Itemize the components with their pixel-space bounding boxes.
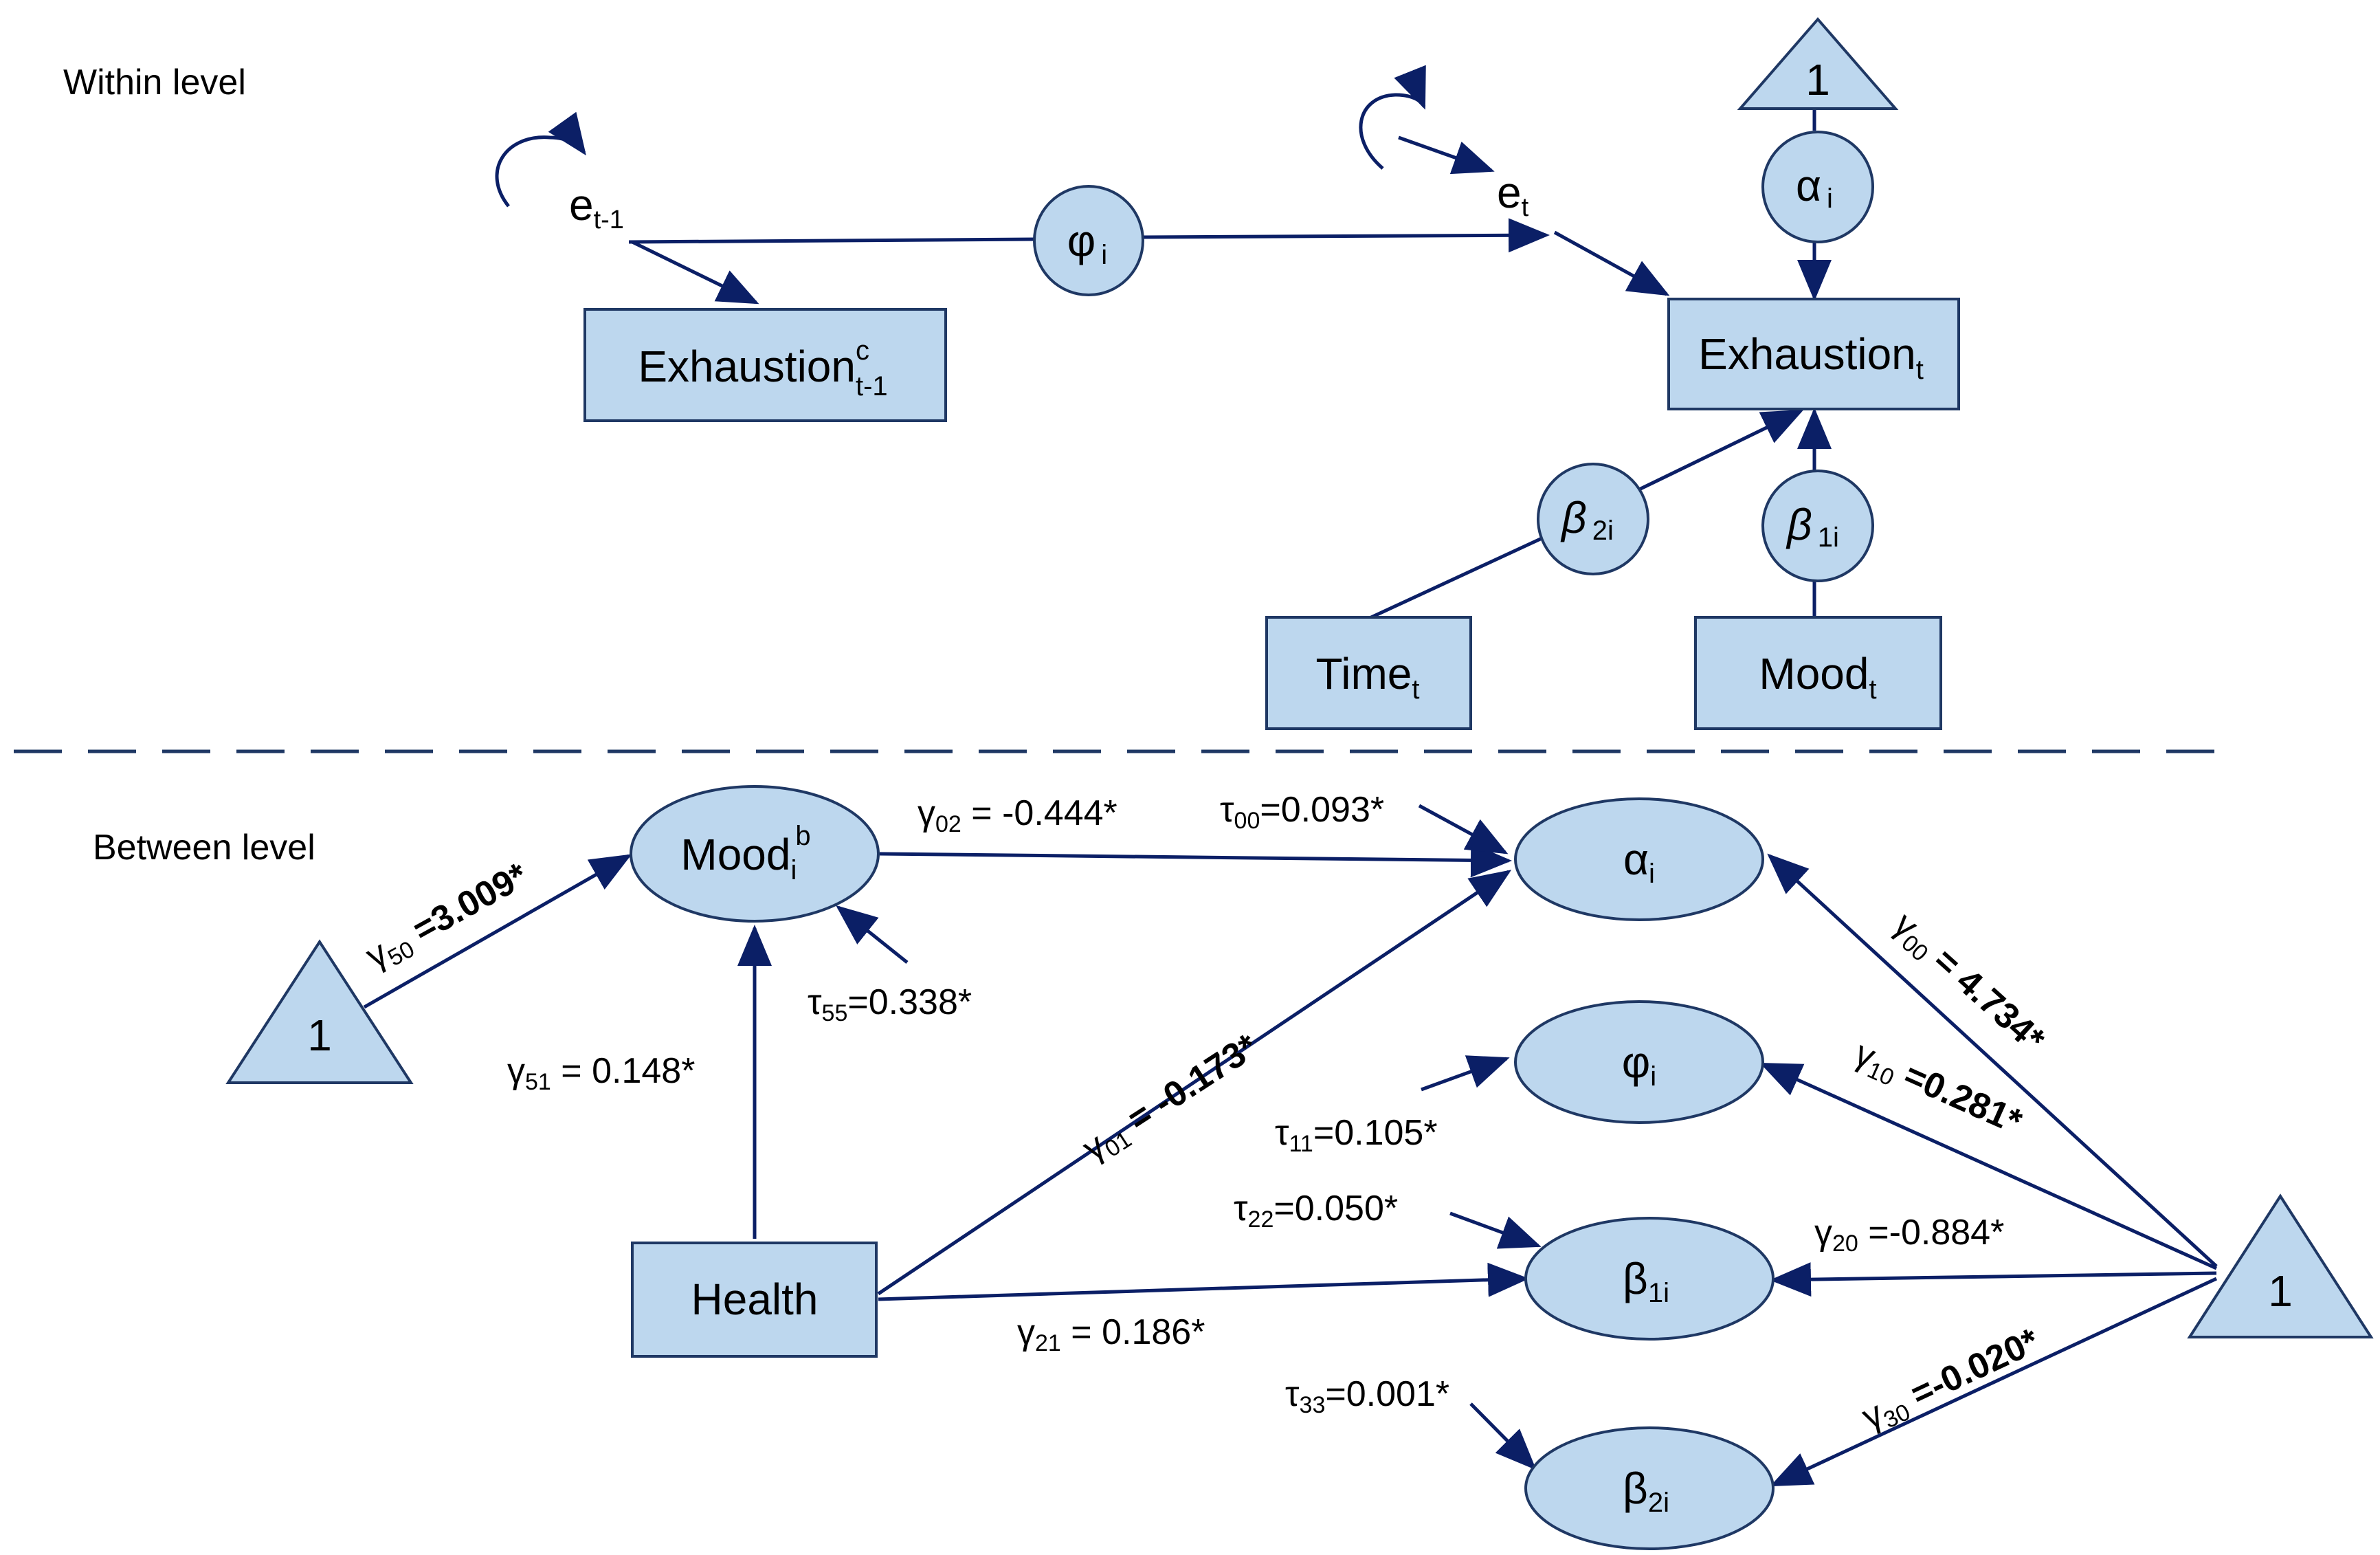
label-t11: τ11=0.105* [1275,1113,1438,1157]
edge-tau55-residual [836,905,909,964]
edge-const-to-beta1 [1770,1262,2217,1297]
label-t00: τ00=0.093* [1220,790,1384,834]
residual-e-prev: et-1 [569,180,624,234]
edge-health-to-beta1 [878,1262,1529,1301]
phi-between-node: φi [1514,1000,1764,1124]
exhaustion-curr-node: Exhaustiont [1667,298,1960,410]
edge-const-to-alpha [1767,853,2218,1268]
label-t22: τ22=0.050* [1234,1189,1398,1233]
time-box [1265,616,1472,730]
edge-const-to-beta2 [1770,1277,2218,1487]
alpha-between-ellipse [1514,797,1764,921]
mood-between-node: Moodib [630,785,880,923]
time-label: Timet [1316,649,1420,705]
edge-residual-into-ecurr [1398,135,1495,175]
const-right-triangle [2187,1193,2374,1338]
const-within-label: 1 [1805,55,1830,104]
edge-tau11-residual [1421,1055,1510,1092]
beta1-between-ellipse [1524,1217,1775,1341]
const-within-triangle [1737,16,1899,110]
within-level-label: Within level [63,63,246,102]
mood-within-label: Moodt [1759,649,1876,705]
beta2-within-circle [1537,463,1649,575]
edge-tau33-residual [1469,1402,1537,1470]
label-g21: γ21 = 0.186* [1017,1312,1205,1356]
within-edges [495,65,1832,619]
phi-between-ellipse [1514,1000,1764,1124]
phi-between-label: φi [1622,1037,1656,1092]
label-g20: γ20 =-0.884* [1814,1213,2004,1257]
phi-within-circle [1033,185,1144,296]
label-g01: γ01 = -0.173* [1076,1026,1267,1172]
health-box [631,1242,878,1358]
alpha-between-label: αi [1623,835,1655,889]
edge-const-to-phi [1759,1062,2218,1270]
const-left-node: 1 [225,939,414,1084]
edge-ecurr-to-exhcurr [1553,230,1670,296]
edge-const-to-mood [363,854,632,1009]
mood-within-box [1694,616,1942,730]
between-edges [363,804,2218,1487]
edge-phi-to-ecurr [1142,218,1550,253]
beta1-between-node: β1i [1524,1217,1775,1341]
label-g51: γ51 = 0.148* [507,1051,695,1095]
label-t55: τ55=0.338* [808,982,972,1026]
edge-tau22-residual [1449,1211,1542,1249]
health-label: Health [691,1275,819,1324]
edge-eprev-to-phi [628,237,1035,244]
label-g30: γ30 =-0.020* [1856,1321,2047,1441]
exhaustion-curr-box [1667,298,1960,410]
beta2-between-node: β2i [1524,1426,1775,1550]
time-node: Timet [1265,616,1472,730]
const-right-node: 1 [2187,1193,2374,1338]
beta2-between-label: β2i [1623,1464,1669,1518]
label-g10: γ10 =0.281* [1847,1033,2028,1146]
label-g02: γ02 = -0.444* [917,793,1117,837]
const-left-label: 1 [307,1011,332,1060]
alpha-between-node: αi [1514,797,1764,921]
alpha-within-circle [1761,131,1874,243]
label-t33: τ33=0.001* [1285,1374,1449,1418]
edge-health-to-alpha [877,870,1512,1296]
exhaustion-prev-box [583,308,947,422]
mood-between-ellipse [630,785,880,923]
beta2-between-ellipse [1524,1426,1775,1550]
edge-time-to-beta2 [1370,534,1548,619]
label-g50: γ50 =3.009* [359,855,537,980]
const-within-node: 1 [1737,16,1899,110]
const-right-label: 1 [2268,1266,2293,1316]
residual-curl-e-prev [495,111,586,208]
health-node: Health [631,1242,878,1358]
edge-eprev-to-exhprev [631,240,759,305]
residual-e-curr: et [1497,168,1529,222]
const-left-triangle [225,939,414,1084]
beta1-within-circle [1761,470,1874,582]
exhaustion-curr-label: Exhaustiont [1698,329,1924,385]
residual-curl-e-curr [1359,65,1426,170]
mood-within-node: Moodt [1694,616,1942,730]
between-level-label: Between level [93,828,315,868]
edge-beta2-to-exhcurr [1638,409,1804,492]
beta1-between-label: β1i [1623,1254,1669,1308]
edge-tau00-residual [1418,804,1509,854]
mood-between-label: Moodib [680,821,810,885]
edge-mood-to-alpha [879,843,1512,878]
